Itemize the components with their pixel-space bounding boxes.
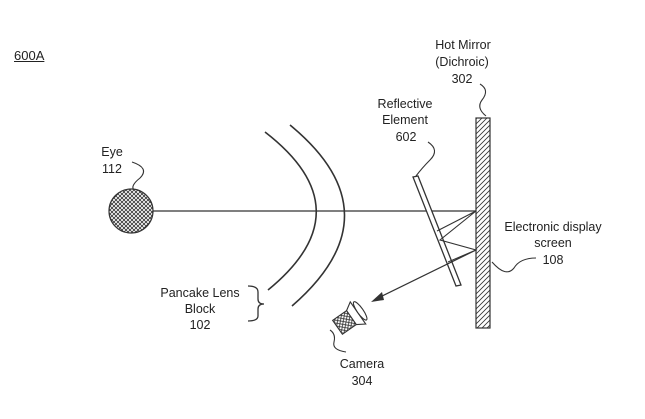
- camera-ray-arrowhead: [371, 292, 384, 302]
- figure-label: 600A: [14, 48, 44, 63]
- label-pancake-line2: Block: [185, 302, 216, 317]
- hot-mirror-plate: [476, 118, 490, 328]
- label-reflective-line2: Element: [382, 113, 428, 128]
- leader-display: [492, 258, 536, 272]
- leader-hot-mirror: [480, 84, 486, 116]
- label-display-line1: Electronic display: [504, 220, 601, 235]
- eye-ball: [109, 189, 153, 233]
- label-eye-line1: Eye: [101, 145, 123, 160]
- label-display-line2: screen: [534, 236, 572, 251]
- label-reflective-line1: Reflective: [378, 97, 433, 112]
- label-eye-num: 112: [102, 162, 122, 177]
- label-camera-num: 304: [352, 374, 373, 389]
- label-pancake-line1: Pancake Lens: [160, 286, 239, 301]
- leader-reflective: [416, 142, 435, 176]
- pancake-lens-brace: [248, 286, 264, 321]
- label-display-num: 108: [543, 253, 564, 268]
- label-camera-line1: Camera: [340, 357, 384, 372]
- camera-device: [330, 298, 371, 338]
- pancake-lens-outer-arc: [290, 125, 345, 306]
- leader-eye: [132, 162, 144, 190]
- label-pancake-num: 102: [190, 318, 211, 333]
- camera-ray-line: [378, 250, 476, 298]
- label-hot-mirror-line2: (Dichroic): [435, 55, 488, 70]
- label-hot-mirror-line1: Hot Mirror: [435, 38, 491, 53]
- label-hot-mirror-num: 302: [452, 72, 473, 87]
- label-reflective-num: 602: [396, 130, 417, 145]
